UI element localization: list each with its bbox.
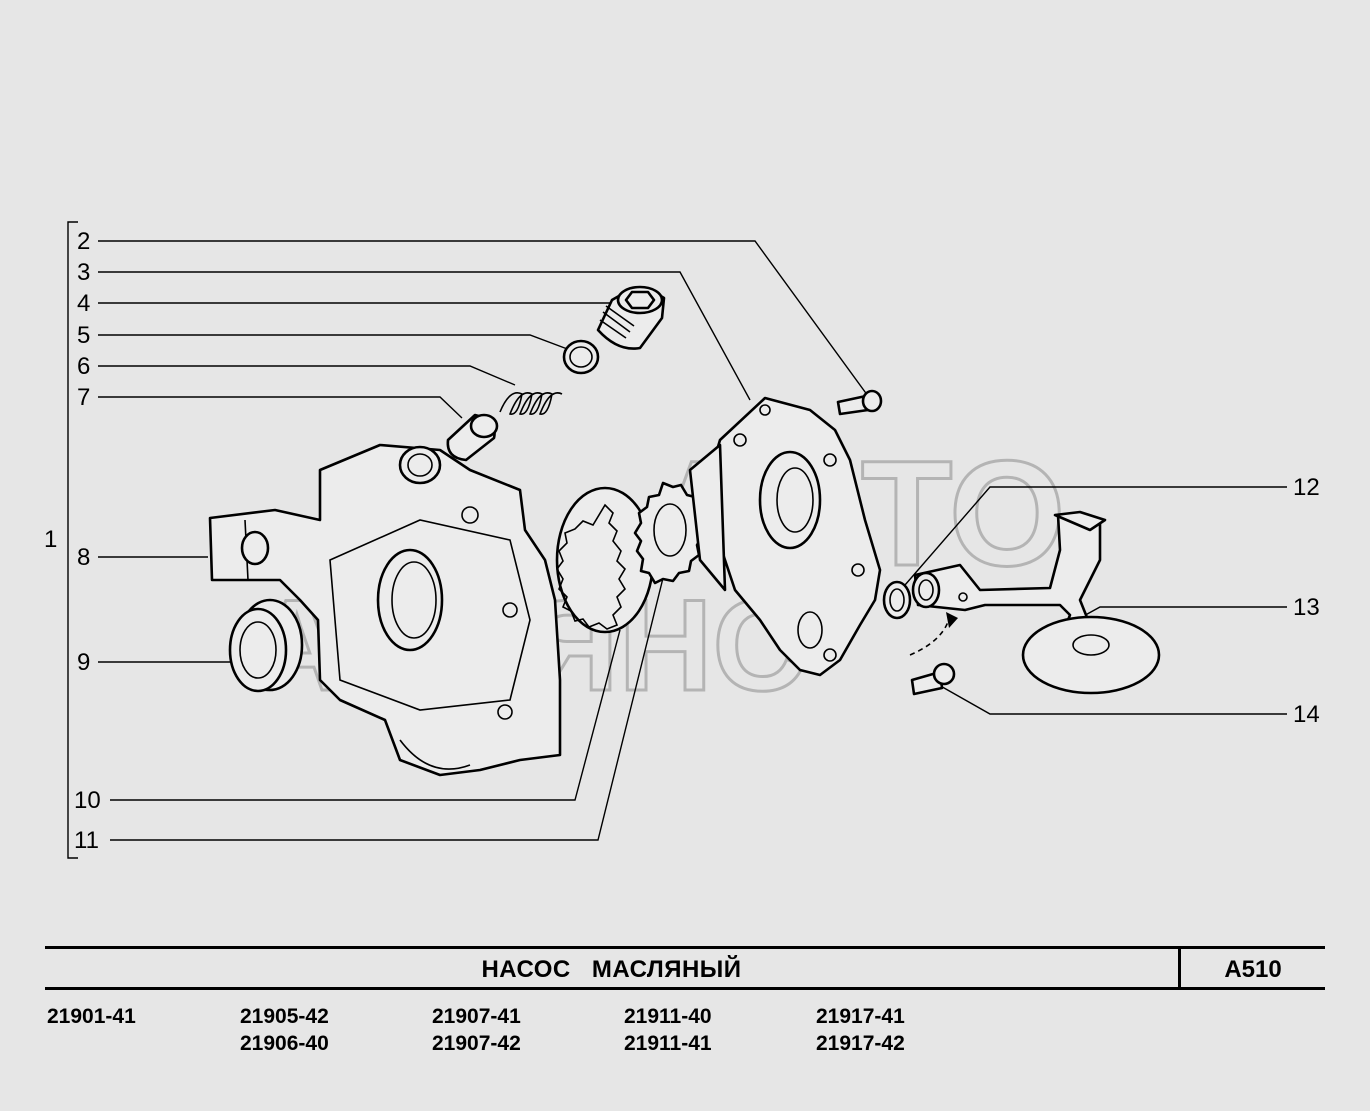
- title-divider: [1178, 949, 1181, 987]
- gasket-ring-part: [882, 580, 912, 620]
- leader-13: [1079, 606, 1287, 619]
- model-group-1: 21901-41: [47, 1003, 136, 1030]
- callout-6: 6: [77, 353, 90, 380]
- leader-12: [904, 486, 1287, 586]
- model-group-4: 21911-40 21911-41: [624, 1003, 712, 1057]
- model-number: 21907-42: [432, 1032, 521, 1055]
- callout-11: 11: [74, 827, 99, 854]
- callout-13: 13: [1293, 594, 1320, 621]
- model-group-5: 21917-41 21917-42: [816, 1003, 905, 1057]
- callout-4: 4: [77, 290, 90, 317]
- callout-8: 8: [77, 544, 90, 571]
- model-group-2: 21905-42 21906-40: [240, 1003, 329, 1057]
- callout-10: 10: [74, 787, 101, 814]
- model-number: 21911-40: [624, 1005, 712, 1028]
- outer-rotor-part: [555, 486, 655, 634]
- callout-9: 9: [77, 649, 90, 676]
- model-number: 21917-41: [816, 1005, 905, 1028]
- model-number: 21905-42: [240, 1005, 329, 1028]
- model-number: 21917-42: [816, 1032, 905, 1055]
- leader-11: [110, 569, 666, 841]
- oil-intake-part: [911, 510, 1161, 695]
- leader-7: [98, 396, 463, 419]
- spring-part: [499, 392, 563, 415]
- callout-7: 7: [77, 384, 90, 411]
- screw-part: [909, 612, 958, 696]
- model-number: 21901-41: [47, 1005, 136, 1028]
- page-title: НАСОС МАСЛЯНЫЙ: [481, 956, 742, 983]
- leader-5: [98, 334, 571, 351]
- callout-5: 5: [77, 322, 90, 349]
- arrow-icon: [946, 612, 958, 628]
- model-number: 21911-41: [624, 1032, 712, 1055]
- o-ring-part: [562, 339, 600, 375]
- callout-1: 1: [44, 526, 57, 553]
- leader-lines: [98, 240, 1287, 841]
- pump-housing-part: [208, 443, 562, 777]
- callout-numbers: 1 2 3 4 5 6 7 8 9 10 11 12 13 14: [44, 228, 1320, 854]
- assembly-bracket: [67, 221, 78, 859]
- valve-part: [446, 413, 499, 462]
- callout-2: 2: [77, 228, 90, 255]
- bolt-part: [836, 389, 883, 416]
- model-group-3: 21907-41 21907-42: [432, 1003, 521, 1057]
- model-number: 21907-41: [432, 1005, 521, 1028]
- pump-cover-part: [688, 396, 882, 677]
- callout-12: 12: [1293, 474, 1320, 501]
- model-number: 21906-40: [240, 1032, 329, 1055]
- plug-part: [596, 285, 666, 350]
- title-block: НАСОС МАСЛЯНЫЙ A510: [45, 946, 1325, 990]
- leader-3: [98, 271, 751, 401]
- leader-2: [98, 240, 869, 397]
- oil-seal-part: [228, 598, 304, 693]
- callout-3: 3: [77, 259, 90, 286]
- leader-10: [110, 629, 621, 801]
- diagram-code: A510: [1224, 956, 1282, 983]
- leader-6: [98, 365, 516, 386]
- callout-14: 14: [1293, 701, 1320, 728]
- leader-14: [929, 679, 1287, 715]
